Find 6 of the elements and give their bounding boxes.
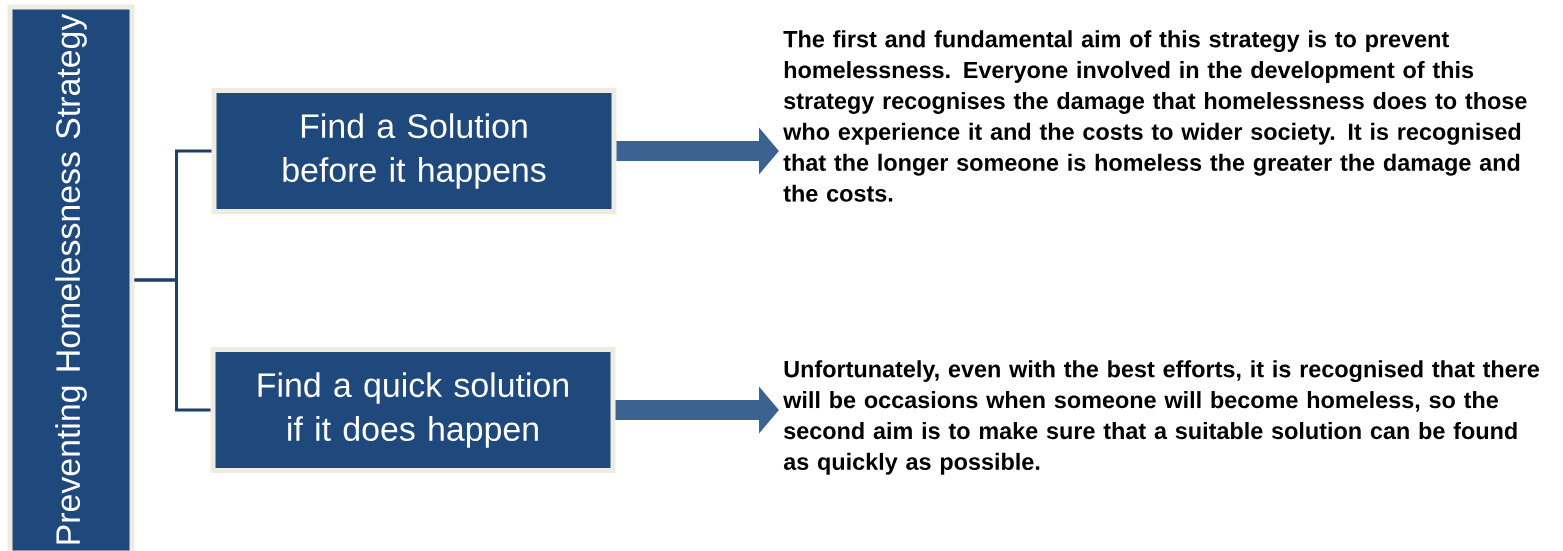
- connector-line: [134, 278, 211, 412]
- description-text: The first and fundamental aim of this strategy is to prevent homelessness. Everyone involved in the development of this strategy recognises the damage that homelessness does to those who experience it and the costs to wider society. It is recognised that the longer someone is homeless the greater the damage and the costs.: [783, 30, 1527, 202]
- heading-box: Preventing Homelessness Strategy: [7, 4, 135, 551]
- process-box: Find a quick solution if it does happen: [210, 347, 616, 473]
- process-box: Find a Solution before it happens: [211, 88, 617, 214]
- description-text: Unfortunately, even with the best efforts, it is recognised that there will be occasions when someone will become homeless, so the second aim is to make sure that a suitable solution can be found as quickly as possible.: [783, 360, 1540, 475]
